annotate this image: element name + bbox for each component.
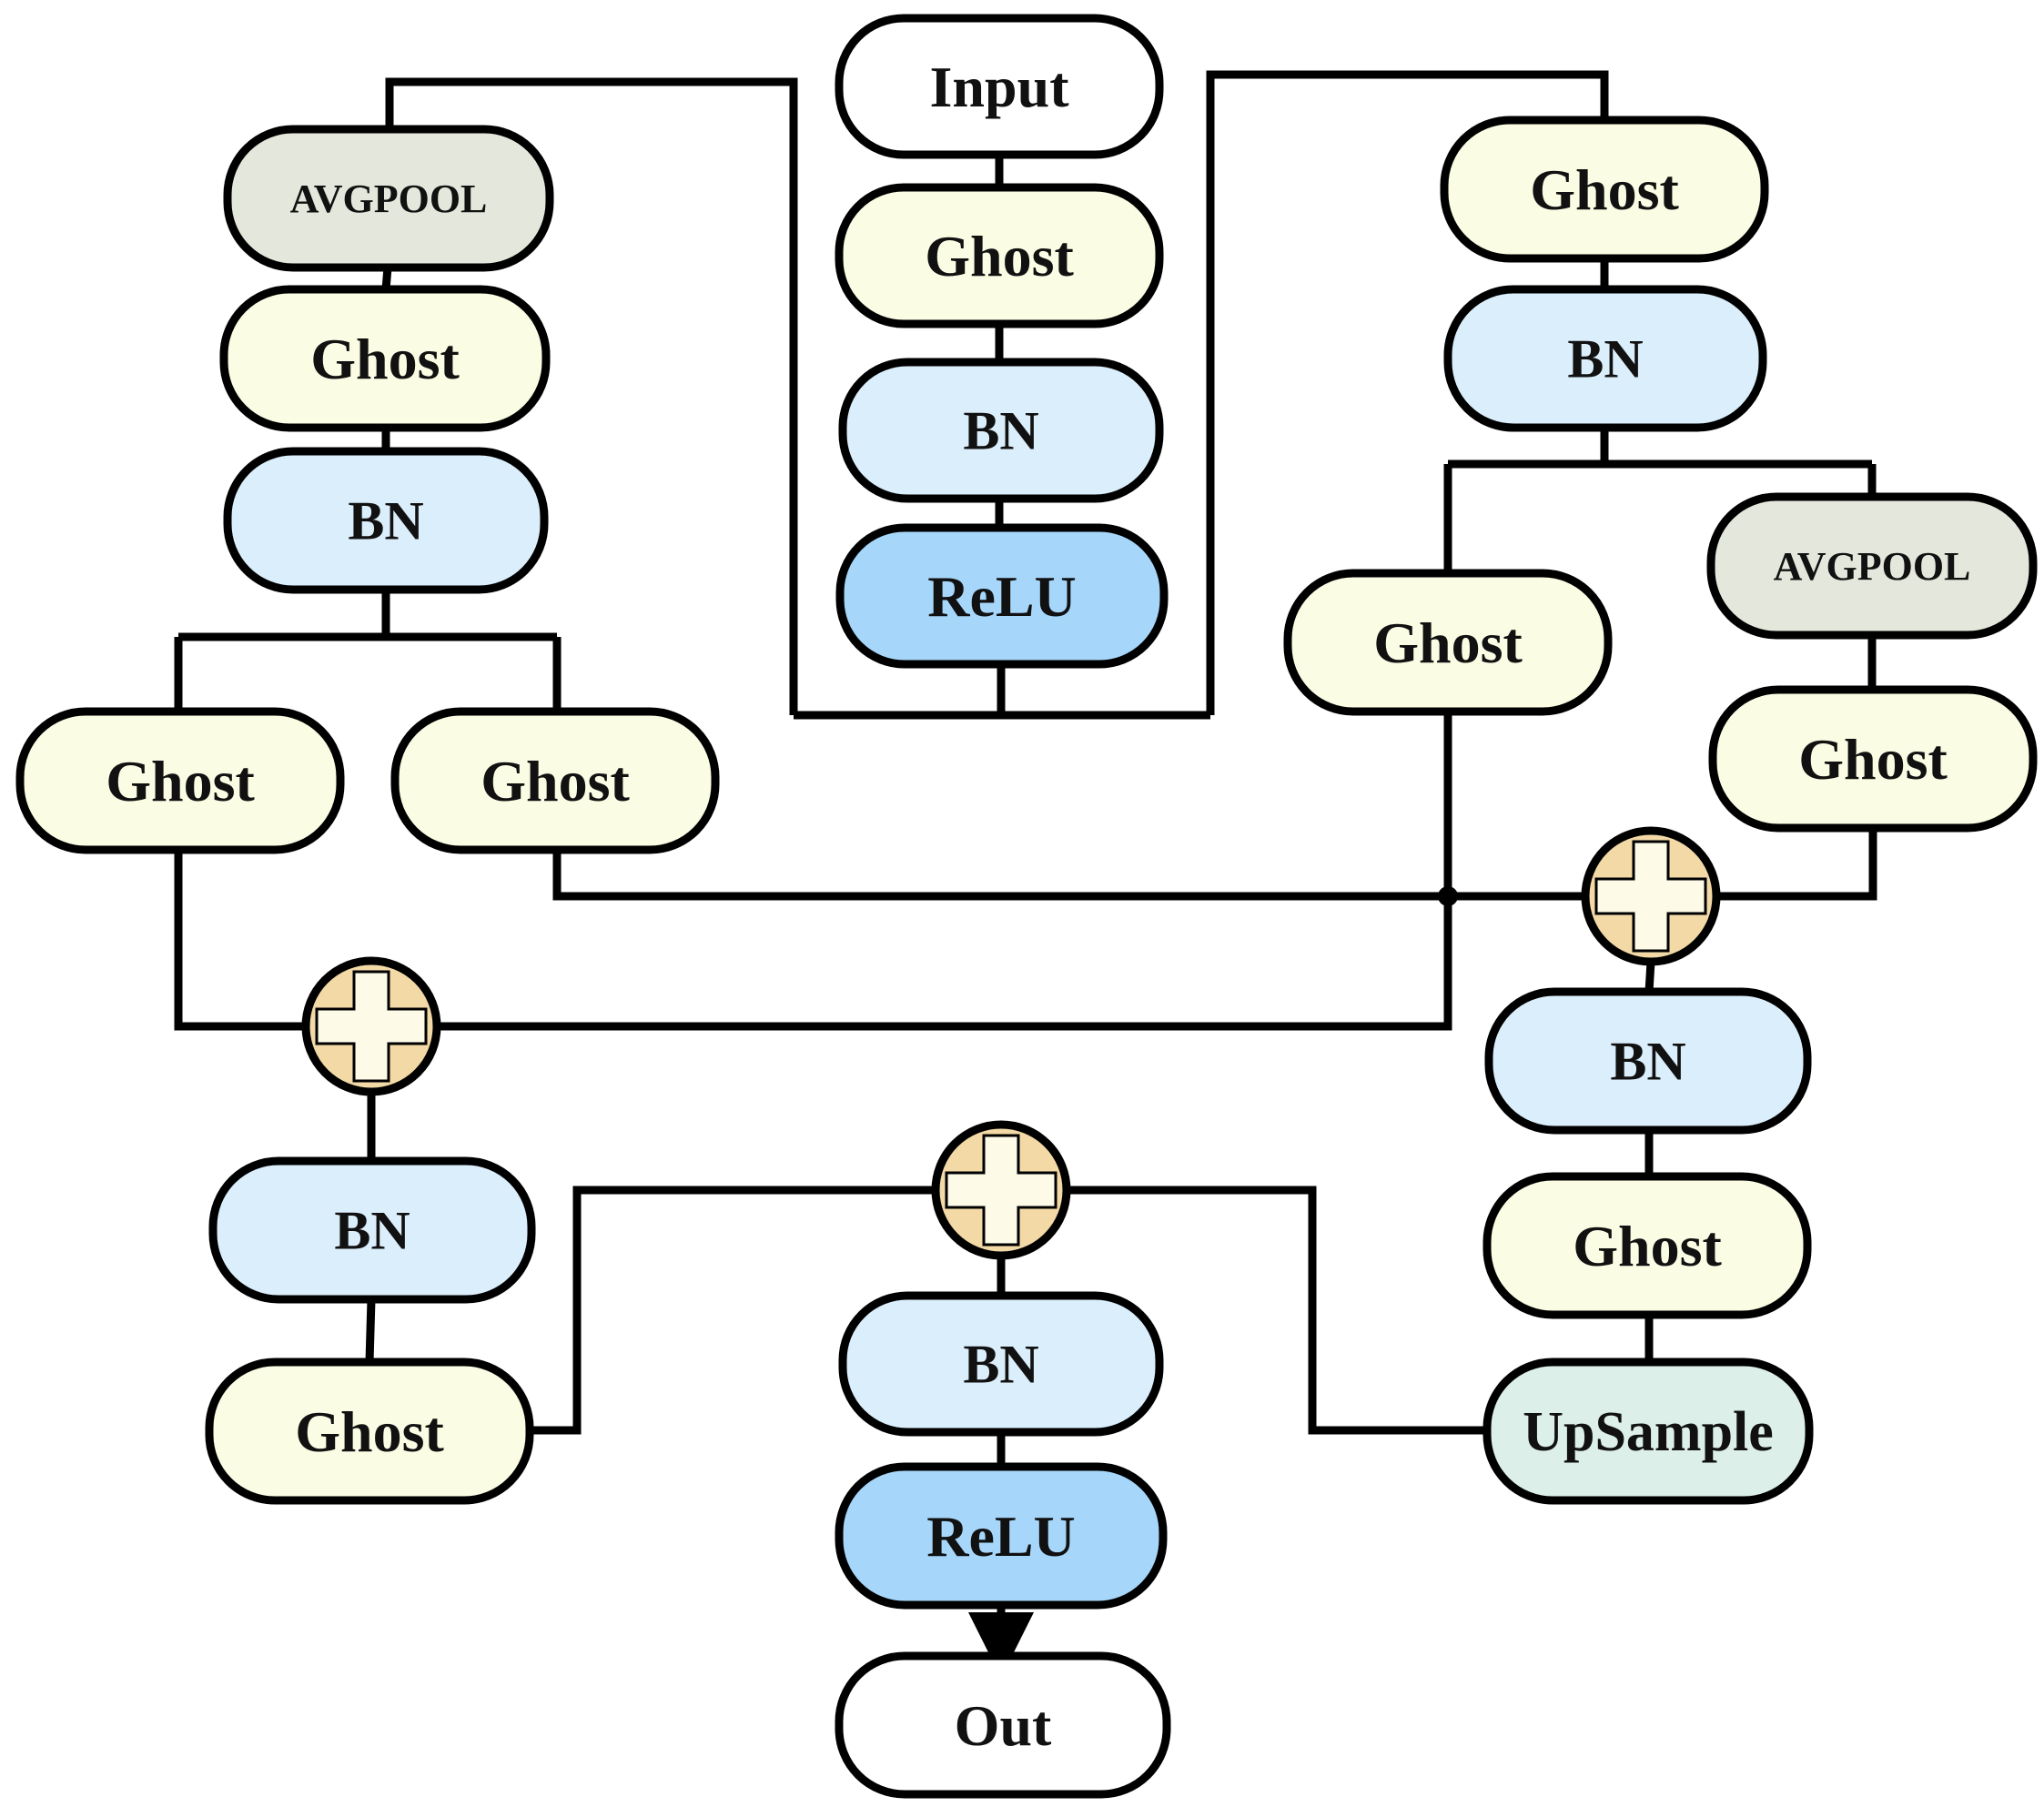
connection-lines xyxy=(174,70,1877,1678)
ghost-right-1-box xyxy=(1440,116,1769,263)
ghost-left-branch-a-label: Ghost xyxy=(106,749,255,813)
input-box xyxy=(835,14,1164,159)
ghost-b-to-adder-right-edge xyxy=(552,850,1585,901)
input-node: Input xyxy=(835,14,1164,159)
ghost-left-1-label: Ghost xyxy=(310,327,460,391)
add-left-adder xyxy=(301,956,441,1096)
ghost-right-2-label: Ghost xyxy=(1798,727,1948,792)
ghost-right-1-node: Ghost xyxy=(1440,116,1769,263)
bn-left-1-box xyxy=(223,447,549,594)
bn-left-2-to-ghost-edge xyxy=(365,1298,376,1363)
ghost-left-2-label: Ghost xyxy=(295,1399,444,1464)
add-bottom-adder xyxy=(931,1120,1071,1260)
avgpool-left-box xyxy=(223,125,554,272)
ghost-left-branch-a-node: Ghost xyxy=(15,707,345,854)
ghost-left-branch-b-node: Ghost xyxy=(390,707,720,854)
relu-bottom-center-node: ReLU xyxy=(835,1462,1168,1610)
bn-right-2-box xyxy=(1484,987,1812,1135)
right-path-to-ghost-edge xyxy=(1206,70,1609,715)
ghost-a-to-adder-left-edge xyxy=(174,850,306,1031)
relu-top-center-node: ReLU xyxy=(835,523,1169,669)
ghost-left-1-node: Ghost xyxy=(219,285,551,432)
ghost-top-center-label: Ghost xyxy=(925,224,1074,288)
bn-right-2-node: BN xyxy=(1484,987,1812,1135)
bn-right-1-box xyxy=(1443,285,1767,432)
avgpool-right-node: AVGPOOL xyxy=(1706,492,2038,640)
ghost-left-2-node: Ghost xyxy=(205,1358,534,1505)
relu-top-center-box xyxy=(835,523,1169,669)
bn-left-2-label: BN xyxy=(334,1200,410,1260)
avgpool-left-label: AVGPOOL xyxy=(290,177,488,221)
adders xyxy=(301,826,1721,1260)
ghost-right-branch-node: Ghost xyxy=(1283,569,1613,716)
bn-right-2-label: BN xyxy=(1610,1031,1685,1091)
plus-icon xyxy=(1594,840,1707,953)
relu-top-center-label: ReLU xyxy=(927,564,1077,629)
ghost-right-branch-to-adder-left-edge xyxy=(437,712,1452,1031)
ghost-left-branch-b-label: Ghost xyxy=(481,749,630,813)
ghost-left-branch-a-box xyxy=(15,707,345,854)
avgpool-left-node: AVGPOOL xyxy=(223,125,554,272)
bn-right-1-node: BN xyxy=(1443,285,1767,432)
crossing-junction-dot xyxy=(1438,886,1458,906)
bn-bottom-center-node: BN xyxy=(838,1291,1164,1437)
ghost-right-branch-box xyxy=(1283,569,1613,716)
ghost-right-3-node: Ghost xyxy=(1482,1172,1812,1319)
bn-right-1-label: BN xyxy=(1567,328,1643,389)
bn-top-center-label: BN xyxy=(963,400,1038,460)
upsample-node: UpSample xyxy=(1482,1358,1814,1505)
add-right-adder xyxy=(1581,826,1721,966)
left-path-to-avgpool-edge xyxy=(385,77,798,715)
bn-left-1-node: BN xyxy=(223,447,549,594)
ghost-right-3-label: Ghost xyxy=(1573,1214,1722,1278)
bn-left-1-label: BN xyxy=(348,490,423,550)
upsample-label: UpSample xyxy=(1523,1401,1774,1463)
ghost-left-1-box xyxy=(219,285,551,432)
plus-icon xyxy=(315,970,428,1083)
avgpool-right-box xyxy=(1706,492,2038,640)
bn-top-center-node: BN xyxy=(838,358,1164,503)
ghost-left-branch-b-box xyxy=(390,707,720,854)
bn-left-2-box xyxy=(208,1156,536,1304)
relu-bottom-center-label: ReLU xyxy=(926,1504,1076,1569)
bn-bottom-center-box xyxy=(838,1291,1164,1437)
ghost-left-2-to-adder-bottom-edge xyxy=(530,1186,936,1435)
bn-bottom-center-label: BN xyxy=(963,1334,1038,1394)
out-box xyxy=(835,1651,1171,1799)
upsample-box xyxy=(1482,1358,1814,1505)
ghost-right-1-label: Ghost xyxy=(1530,157,1679,222)
bn-top-center-box xyxy=(838,358,1164,503)
ghost-right-2-box xyxy=(1708,685,2038,833)
plus-icon xyxy=(945,1134,1057,1247)
adder-right-to-bn-edge xyxy=(1644,961,1655,993)
out-node: Out xyxy=(835,1651,1171,1799)
bn-left-2-node: BN xyxy=(208,1156,536,1304)
out-label: Out xyxy=(955,1693,1052,1758)
ghost-top-center-box xyxy=(835,183,1164,328)
relu-bottom-center-box xyxy=(835,1462,1168,1610)
ghost-right-branch-label: Ghost xyxy=(1373,611,1523,675)
avgpool-right-label: AVGPOOL xyxy=(1774,544,1971,589)
ghost-left-2-box xyxy=(205,1358,534,1505)
ghost-top-center-node: Ghost xyxy=(835,183,1164,328)
ghost-right-3-box xyxy=(1482,1172,1812,1319)
ghost-right-2-node: Ghost xyxy=(1708,685,2038,833)
input-label: Input xyxy=(930,55,1070,119)
ghost-right-2-to-adder-right-edge xyxy=(1716,828,1877,901)
upsample-to-adder-bottom-edge xyxy=(1067,1186,1487,1435)
